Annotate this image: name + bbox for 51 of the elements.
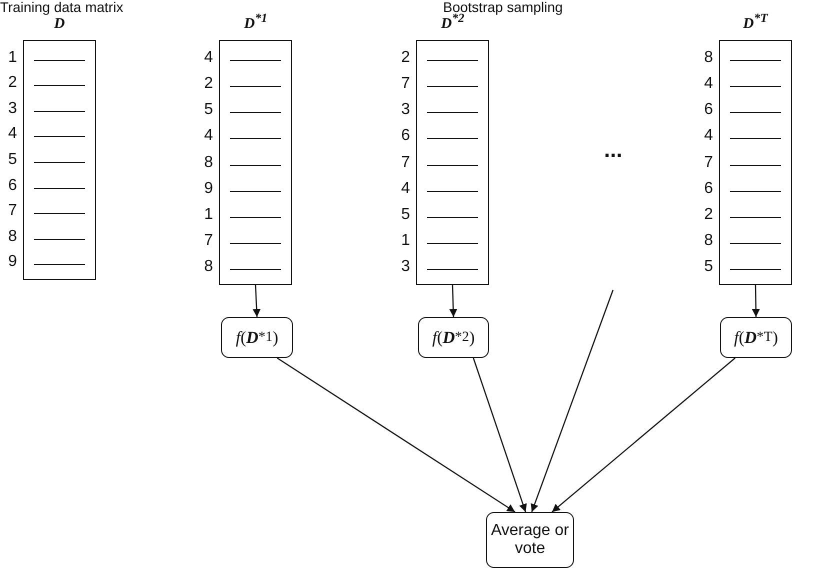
row-number: 6	[7, 176, 17, 195]
row-number: 4	[400, 180, 410, 198]
row-number: 2	[400, 49, 410, 68]
row-number: 9	[203, 180, 213, 198]
section-heading: Bootstrap sampling	[443, 0, 563, 15]
row-number: 2	[703, 206, 713, 224]
arrow	[752, 284, 760, 318]
matrix-heading: D	[54, 16, 65, 33]
row-number: 4	[703, 75, 713, 94]
row-number: 4	[203, 49, 213, 68]
row-number: 4	[203, 127, 213, 146]
row-number: 6	[703, 101, 713, 120]
row-number: 8	[703, 232, 713, 250]
row-number: 6	[400, 127, 410, 146]
row-number: 1	[203, 206, 213, 224]
row-number: 1	[400, 232, 410, 250]
row-number: 8	[7, 228, 17, 246]
arrow	[449, 284, 458, 318]
row-number: 7	[400, 75, 410, 94]
row-number: 4	[703, 127, 713, 146]
result-box: Average or vote	[486, 512, 574, 568]
row-number: 5	[7, 151, 17, 169]
row-number: 7	[703, 154, 713, 172]
row-number: 7	[400, 154, 410, 172]
row-number: 3	[400, 101, 410, 120]
row-number: 5	[703, 258, 713, 276]
row-number: 9	[7, 253, 17, 272]
row-number: 8	[203, 154, 213, 172]
row-number: 8	[203, 258, 213, 276]
row-number: 7	[203, 232, 213, 250]
arrow	[472, 358, 527, 512]
row-number: 4	[7, 125, 17, 144]
row-number: 1	[7, 48, 17, 67]
arrow	[552, 358, 736, 512]
matrix-heading: D$^{*1}$	[244, 16, 268, 33]
row-number: 2	[7, 74, 17, 92]
ellipsis: ...	[604, 142, 622, 157]
row-number: 6	[703, 180, 713, 198]
matrix-heading: D$^{*T}$	[743, 16, 768, 33]
row-number: 8	[703, 49, 713, 68]
row-number: 3	[7, 100, 17, 118]
arrow	[276, 358, 516, 512]
section-heading: Training data matrix	[0, 0, 124, 15]
row-number: 2	[203, 75, 213, 94]
row-number: 7	[7, 202, 17, 220]
row-number: 5	[400, 206, 410, 224]
row-number: 5	[203, 101, 213, 120]
arrow	[530, 290, 614, 512]
arrow	[252, 284, 261, 318]
matrix-heading: D$^{*2}$	[441, 16, 464, 33]
row-number: 3	[400, 258, 410, 276]
